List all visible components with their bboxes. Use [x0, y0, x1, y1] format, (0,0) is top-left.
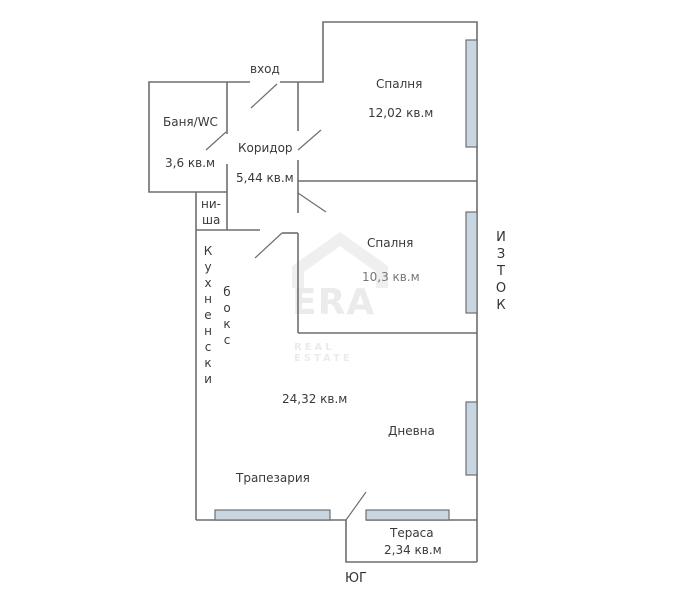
house-roof-icon — [292, 232, 388, 288]
bedroom2-door — [297, 192, 327, 213]
entrance-label: вход — [250, 62, 280, 76]
era-watermark: ERA REAL ESTATE — [288, 228, 392, 364]
terrace-name: Тераса — [390, 526, 434, 540]
corridor-area: 5,44 кв.м — [236, 171, 294, 185]
terrace-door — [345, 491, 367, 521]
bathroom-area: 3,6 кв.м — [165, 156, 216, 170]
bedroom2-name: Спалня — [367, 236, 414, 250]
living-area: 24,32 кв.м — [282, 392, 348, 406]
corridor-name: Коридор — [238, 141, 293, 155]
window-bedroom1 — [465, 39, 478, 148]
living-label: Дневна — [388, 424, 435, 438]
watermark-brand: ERA — [292, 282, 376, 323]
bathroom-name: Баня/WC — [163, 115, 218, 129]
entrance-door — [250, 83, 278, 109]
kitchen-door — [254, 232, 283, 259]
niche-line2: ша — [202, 213, 221, 227]
window-living-south — [365, 509, 450, 521]
bathroom-door — [205, 131, 227, 151]
terrace-area: 2,34 кв.м — [384, 543, 442, 557]
watermark-tagline: REAL ESTATE — [294, 342, 353, 364]
outer-wall-north-east — [298, 21, 478, 562]
bedroom1-area: 12,02 кв.м — [368, 106, 434, 120]
bedroom1-name: Спалня — [376, 77, 423, 91]
dining-label: Трапезария — [236, 471, 310, 485]
window-living — [465, 401, 478, 476]
bedroom2-area: 10,3 кв.м — [362, 270, 420, 284]
niche-line1: ни- — [201, 197, 221, 211]
window-dining — [214, 509, 331, 521]
compass-south: ЮГ — [345, 571, 367, 586]
window-bedroom2 — [465, 211, 478, 314]
bedroom1-door — [297, 129, 322, 151]
